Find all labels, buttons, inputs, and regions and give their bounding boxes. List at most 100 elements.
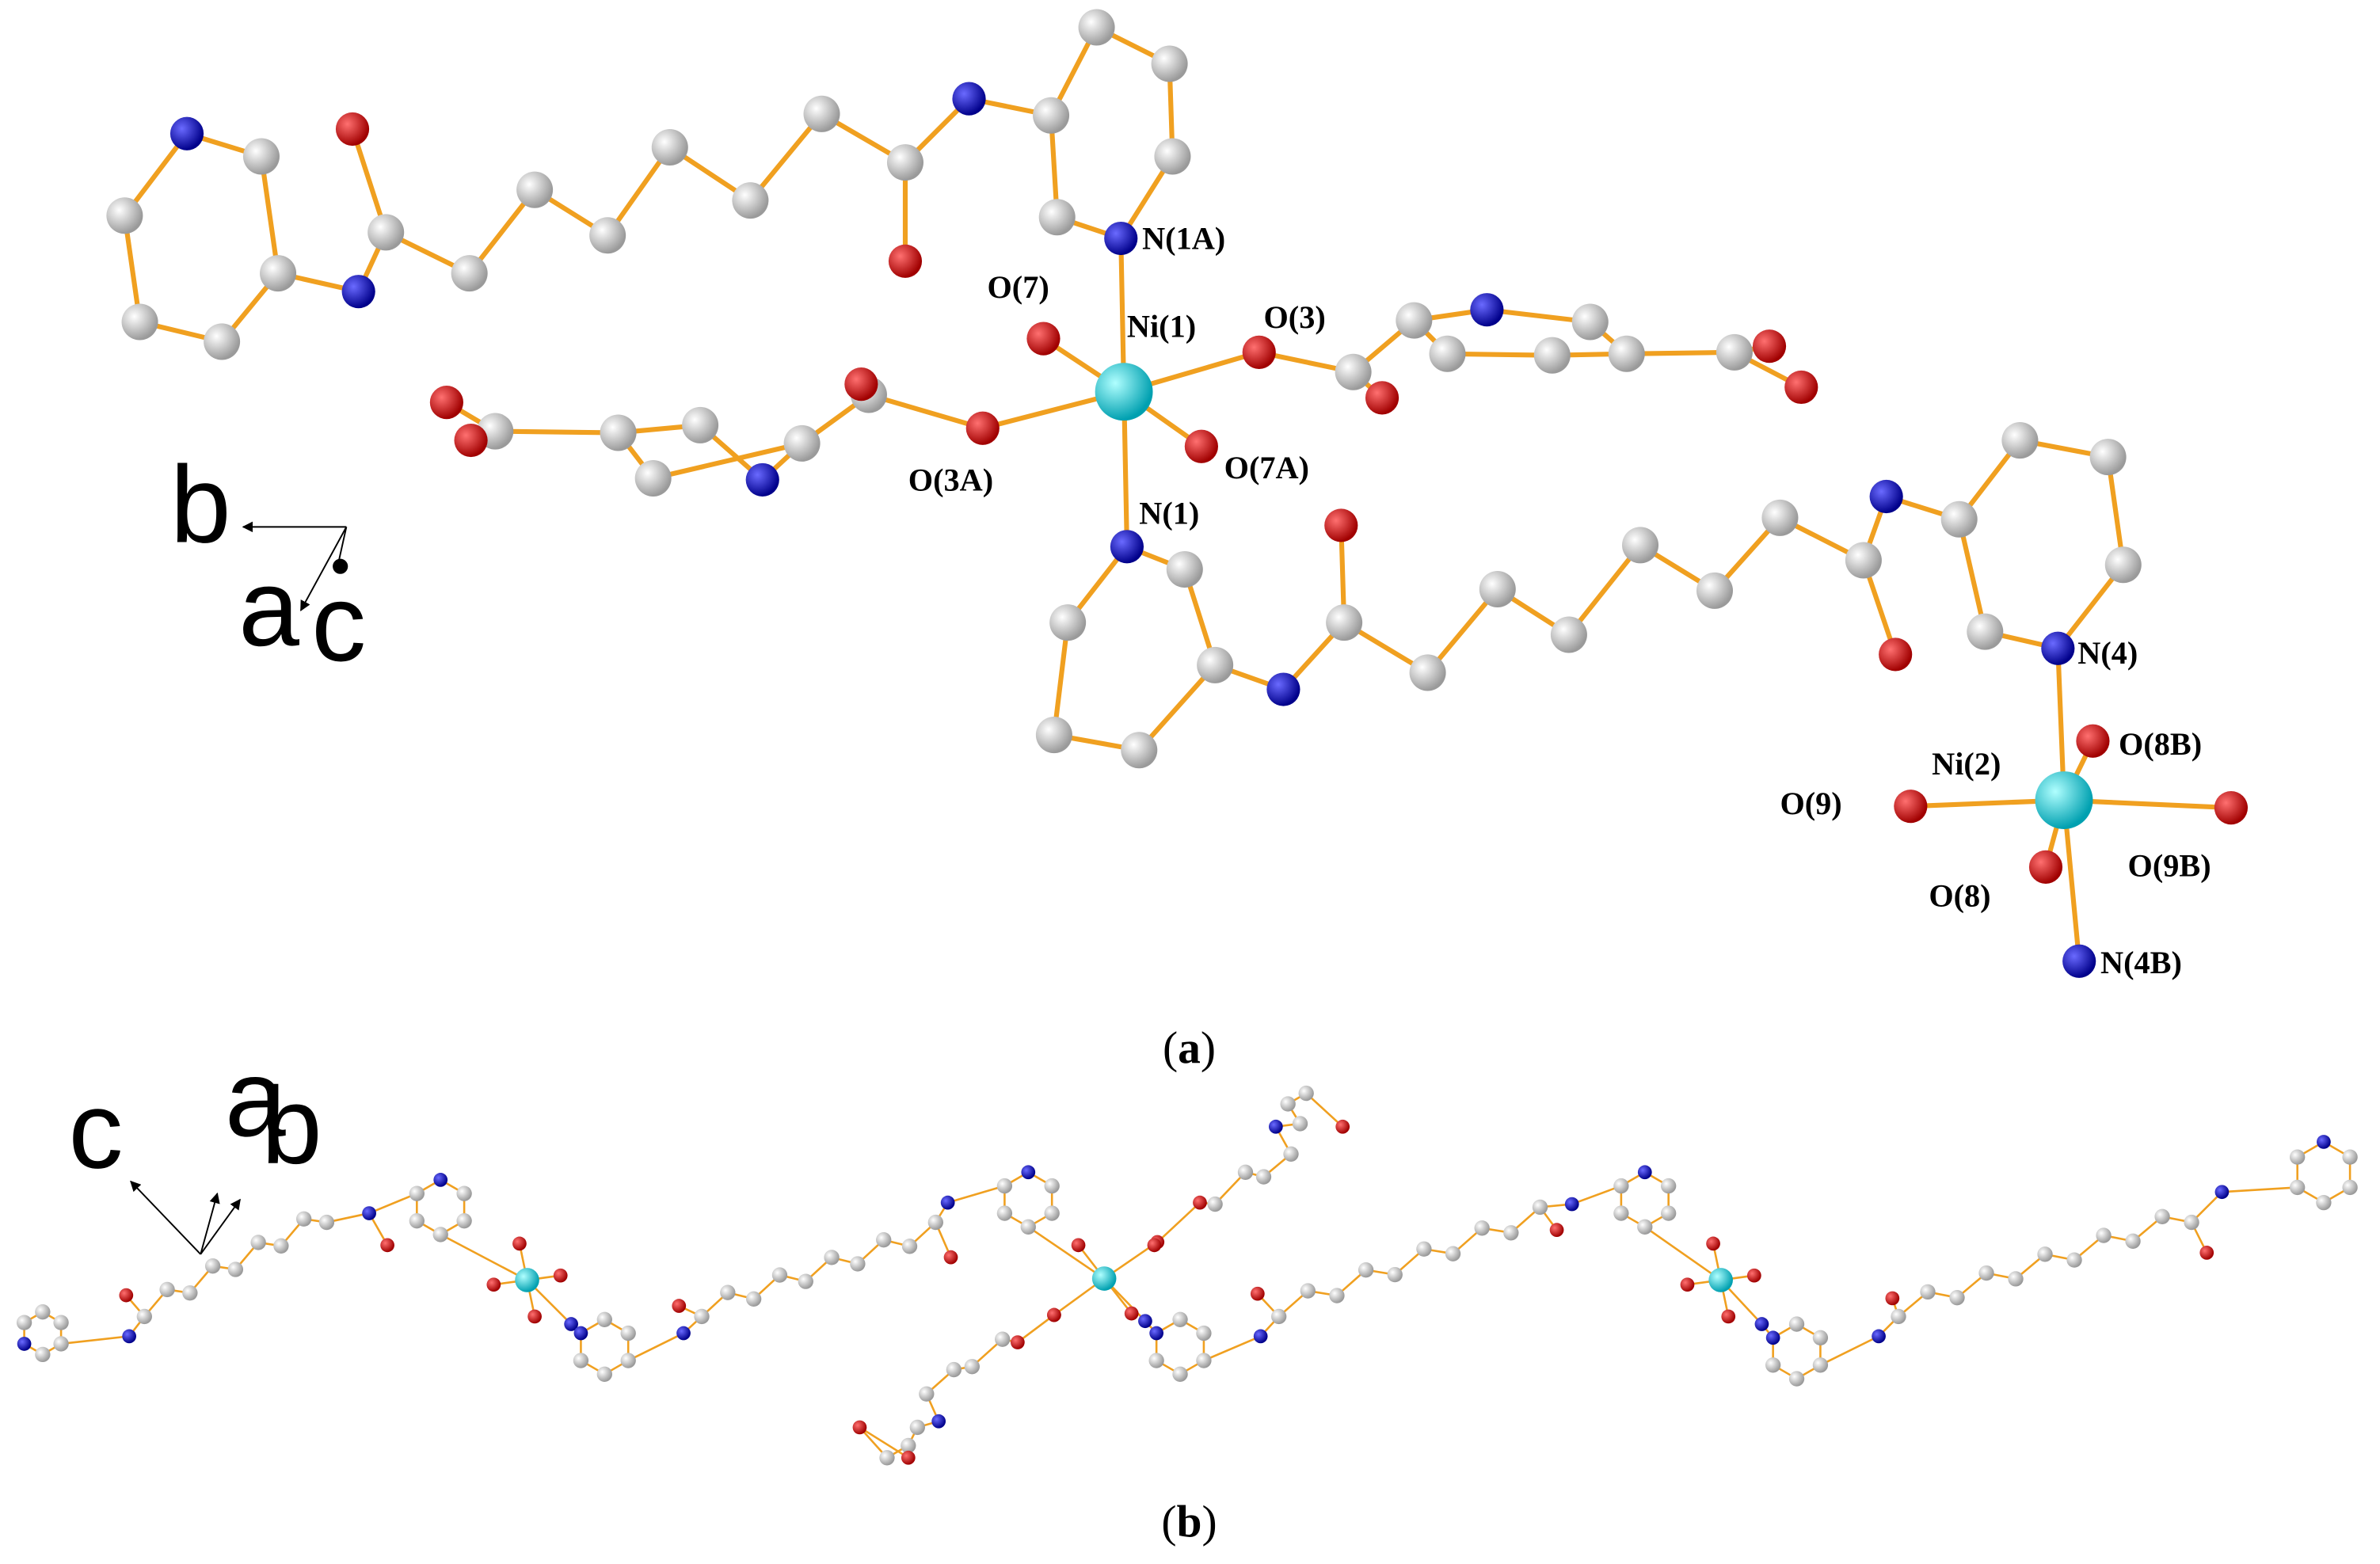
nickel-atom xyxy=(2035,771,2093,829)
nitrogen-atom xyxy=(940,1195,955,1210)
carbon-atom xyxy=(1172,1366,1188,1382)
carbon-atom xyxy=(1237,1164,1254,1180)
carbon-atom xyxy=(1920,1284,1936,1300)
oxygen-atom xyxy=(844,367,878,401)
carbon-atom xyxy=(260,255,297,292)
carbon-atom xyxy=(182,1285,198,1301)
carbon-atom xyxy=(1078,9,1115,46)
carbon-atom xyxy=(1661,1205,1677,1221)
carbon-atom xyxy=(1335,353,1372,390)
oxygen-atom xyxy=(672,1299,687,1313)
carbon-atom xyxy=(1503,1225,1519,1241)
carbon-atom xyxy=(121,303,158,341)
oxygen-atom xyxy=(380,1238,394,1253)
oxygen-atom xyxy=(1193,1195,1207,1210)
bond xyxy=(1956,516,1988,634)
nitrogen-atom xyxy=(1253,1329,1268,1344)
bond xyxy=(650,440,805,481)
nitrogen-atom xyxy=(952,82,986,116)
panel-a: b a c N(1A) O(7) Ni(1) O(3) O(3A) O(7A) … xyxy=(106,9,2249,1073)
carbon-atom xyxy=(1613,1178,1629,1194)
carbon-atom xyxy=(367,214,405,251)
bonds-panel-b xyxy=(23,1092,2351,1459)
carbon-atom xyxy=(2066,1252,2082,1268)
carbon-atom xyxy=(1445,1246,1461,1261)
carbon-atom xyxy=(53,1336,69,1352)
nitrogen-atom xyxy=(2317,1135,2331,1149)
bond xyxy=(1304,1092,1344,1128)
carbon-atom xyxy=(1283,1146,1299,1162)
carbon-atom xyxy=(456,1212,472,1229)
carbon-atom xyxy=(573,1353,589,1368)
label-n4b: N(4B) xyxy=(2100,945,2182,980)
oxygen-atom xyxy=(1011,1335,1025,1349)
carbon-atom xyxy=(771,1267,788,1283)
carbon-atom xyxy=(1271,1308,1287,1325)
oxygen-atom xyxy=(2028,850,2063,884)
nickel-atom xyxy=(1708,1268,1733,1292)
bond xyxy=(1566,542,1643,637)
label-o3a: O(3A) xyxy=(908,462,993,497)
atoms-panel-b xyxy=(16,1085,2358,1466)
carbon-atom xyxy=(964,1359,981,1375)
oxygen-atom xyxy=(2076,724,2110,758)
oxygen-atom xyxy=(1242,335,1276,369)
carbon-atom xyxy=(1044,1178,1060,1194)
nitrogen-atom xyxy=(1754,1317,1769,1331)
oxygen-atom xyxy=(454,423,488,458)
carbon-atom xyxy=(1387,1266,1403,1283)
carbon-atom xyxy=(620,1325,636,1341)
label-o8b: O(8B) xyxy=(2119,726,2202,762)
axis-label-a-b: a xyxy=(225,1037,286,1159)
carbon-atom xyxy=(1172,1311,1188,1327)
carbon-atom xyxy=(1474,1220,1490,1236)
carbon-atom xyxy=(2290,1179,2306,1196)
oxygen-atom xyxy=(1549,1223,1564,1238)
carbon-atom xyxy=(1613,1205,1629,1221)
oxygen-atom xyxy=(1894,790,1928,824)
carbon-atom xyxy=(850,1256,866,1272)
carbon-atom xyxy=(745,1291,762,1307)
carbon-atom xyxy=(35,1346,51,1363)
oxygen-atom xyxy=(965,411,1000,445)
carbon-atom xyxy=(1035,717,1072,754)
label-ni2: Ni(2) xyxy=(1932,746,2001,782)
carbon-atom xyxy=(1533,337,1571,374)
bond xyxy=(1137,662,1218,753)
carbon-atom xyxy=(1121,732,1158,769)
carbon-atom xyxy=(927,1214,943,1231)
atoms-panel-a xyxy=(106,9,2249,978)
nitrogen-atom xyxy=(433,1173,448,1187)
carbon-atom xyxy=(1154,138,1191,175)
label-ni1: Ni(1) xyxy=(1127,309,1196,344)
carbon-atom xyxy=(1326,604,1363,641)
carbon-atom xyxy=(53,1315,69,1330)
label-o7: O(7) xyxy=(988,269,1049,305)
oxygen-atom xyxy=(1047,1307,1061,1322)
carbon-atom xyxy=(1716,333,1753,371)
carbon-atom xyxy=(106,197,143,234)
bond xyxy=(626,1332,685,1362)
carbon-atom xyxy=(1049,604,1087,641)
nitrogen-atom xyxy=(169,116,204,150)
oxygen-atom xyxy=(1250,1286,1265,1301)
carbon-atom xyxy=(2125,1233,2141,1250)
oxygen-atom xyxy=(1721,1309,1736,1324)
carbon-atom xyxy=(2008,1271,2024,1287)
carbon-atom xyxy=(1300,1283,1316,1299)
nitrogen-atom xyxy=(1564,1197,1579,1212)
carbon-atom xyxy=(1765,1357,1781,1373)
nickel-atom xyxy=(1095,363,1153,421)
carbon-atom xyxy=(1151,45,1188,82)
oxygen-atom xyxy=(1885,1291,1900,1306)
oxygen-atom xyxy=(527,1309,542,1324)
nitrogen-atom xyxy=(1872,1329,1886,1344)
bond xyxy=(1202,1335,1262,1362)
bond xyxy=(258,154,281,276)
nitrogen-atom xyxy=(564,1317,578,1331)
oxygen-atom xyxy=(943,1250,958,1265)
oxygen-atom xyxy=(2214,791,2249,825)
oxygen-atom xyxy=(1746,1268,1761,1283)
carbon-atom xyxy=(901,1437,916,1454)
carbon-atom xyxy=(1812,1357,1829,1373)
